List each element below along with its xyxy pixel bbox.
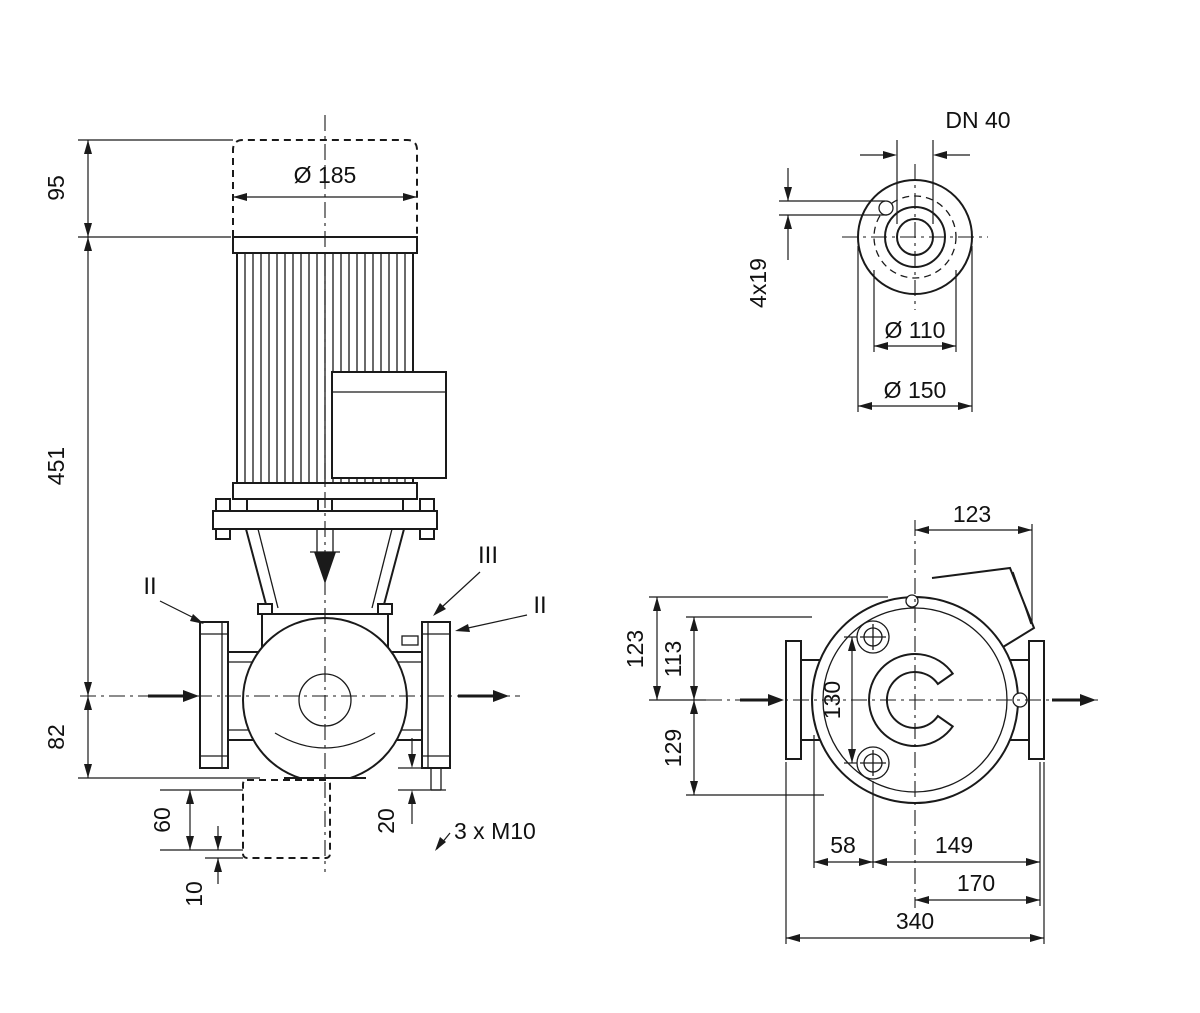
front-section-labels: II III II bbox=[143, 542, 547, 632]
lantern-side bbox=[245, 528, 269, 613]
dim-82-label: 82 bbox=[43, 724, 69, 750]
dim-4x19-label: 4x19 bbox=[745, 258, 771, 308]
dim-10-label: 10 bbox=[181, 881, 207, 907]
front-dimensions: Ø 185 95 451 82 60 bbox=[43, 139, 536, 907]
plan-view: 123 123 113 129 130 bbox=[622, 501, 1098, 944]
pipe-flanges bbox=[199, 621, 451, 769]
discharge-duct-inner bbox=[1012, 571, 1032, 625]
dim-129-label: 129 bbox=[660, 729, 686, 767]
discharge-flange bbox=[421, 621, 451, 769]
dim-170-label: 170 bbox=[957, 870, 995, 896]
seal-housing-horseshoe bbox=[868, 653, 955, 747]
suction-flange bbox=[199, 621, 229, 769]
flange-dimensions: 4x19 DN 40 Ø 110 Ø 150 bbox=[745, 107, 1011, 412]
plan-centerlines bbox=[706, 520, 1098, 908]
dim-123-left-label: 123 bbox=[622, 630, 648, 668]
dim-123-top-label: 123 bbox=[953, 501, 991, 527]
casing-bolt-holes bbox=[856, 620, 890, 780]
casing-bolt bbox=[377, 603, 393, 615]
bolt-nut bbox=[215, 528, 231, 540]
dim-58-label: 58 bbox=[830, 832, 856, 858]
lantern-side-inner bbox=[371, 528, 393, 609]
dim-m10-label: 3 x M10 bbox=[454, 818, 536, 844]
front-view: Ø 185 95 451 82 60 bbox=[43, 115, 547, 907]
casing-bolt bbox=[257, 603, 273, 615]
module-envelope-outline bbox=[232, 139, 418, 237]
dim-60-label: 60 bbox=[149, 807, 175, 833]
vent-plug bbox=[401, 635, 419, 646]
flange-view: 4x19 DN 40 Ø 110 Ø 150 bbox=[745, 107, 1011, 412]
lantern-side-inner bbox=[257, 528, 279, 609]
bolt-head bbox=[215, 498, 231, 512]
section-label-left: II bbox=[143, 573, 156, 600]
dim-dn40-label: DN 40 bbox=[945, 107, 1010, 133]
section-label-mid: III bbox=[478, 542, 498, 569]
lantern bbox=[212, 498, 438, 613]
rim-screw bbox=[905, 594, 919, 608]
plan-dimensions: 123 123 113 129 130 bbox=[622, 501, 1045, 944]
dim-150-label: Ø 150 bbox=[884, 377, 947, 403]
dim-113-label: 113 bbox=[660, 641, 686, 678]
bolt-hole bbox=[878, 200, 894, 216]
dim-340-label: 340 bbox=[896, 908, 934, 934]
section-label-right: II bbox=[533, 592, 546, 619]
bolt-head bbox=[419, 498, 435, 512]
dim-451-label: 451 bbox=[43, 447, 69, 485]
bolt-nut bbox=[419, 528, 435, 540]
support-foot-outline bbox=[242, 779, 331, 859]
mechanical-seal bbox=[314, 552, 336, 584]
dim-149-label: 149 bbox=[935, 832, 973, 858]
lantern-side bbox=[381, 528, 405, 613]
terminal-box bbox=[331, 371, 447, 479]
dim-20-label: 20 bbox=[373, 808, 399, 834]
dim-95-label: 95 bbox=[43, 175, 69, 201]
dim-110-label: Ø 110 bbox=[885, 317, 946, 343]
front-centerlines bbox=[80, 115, 520, 872]
